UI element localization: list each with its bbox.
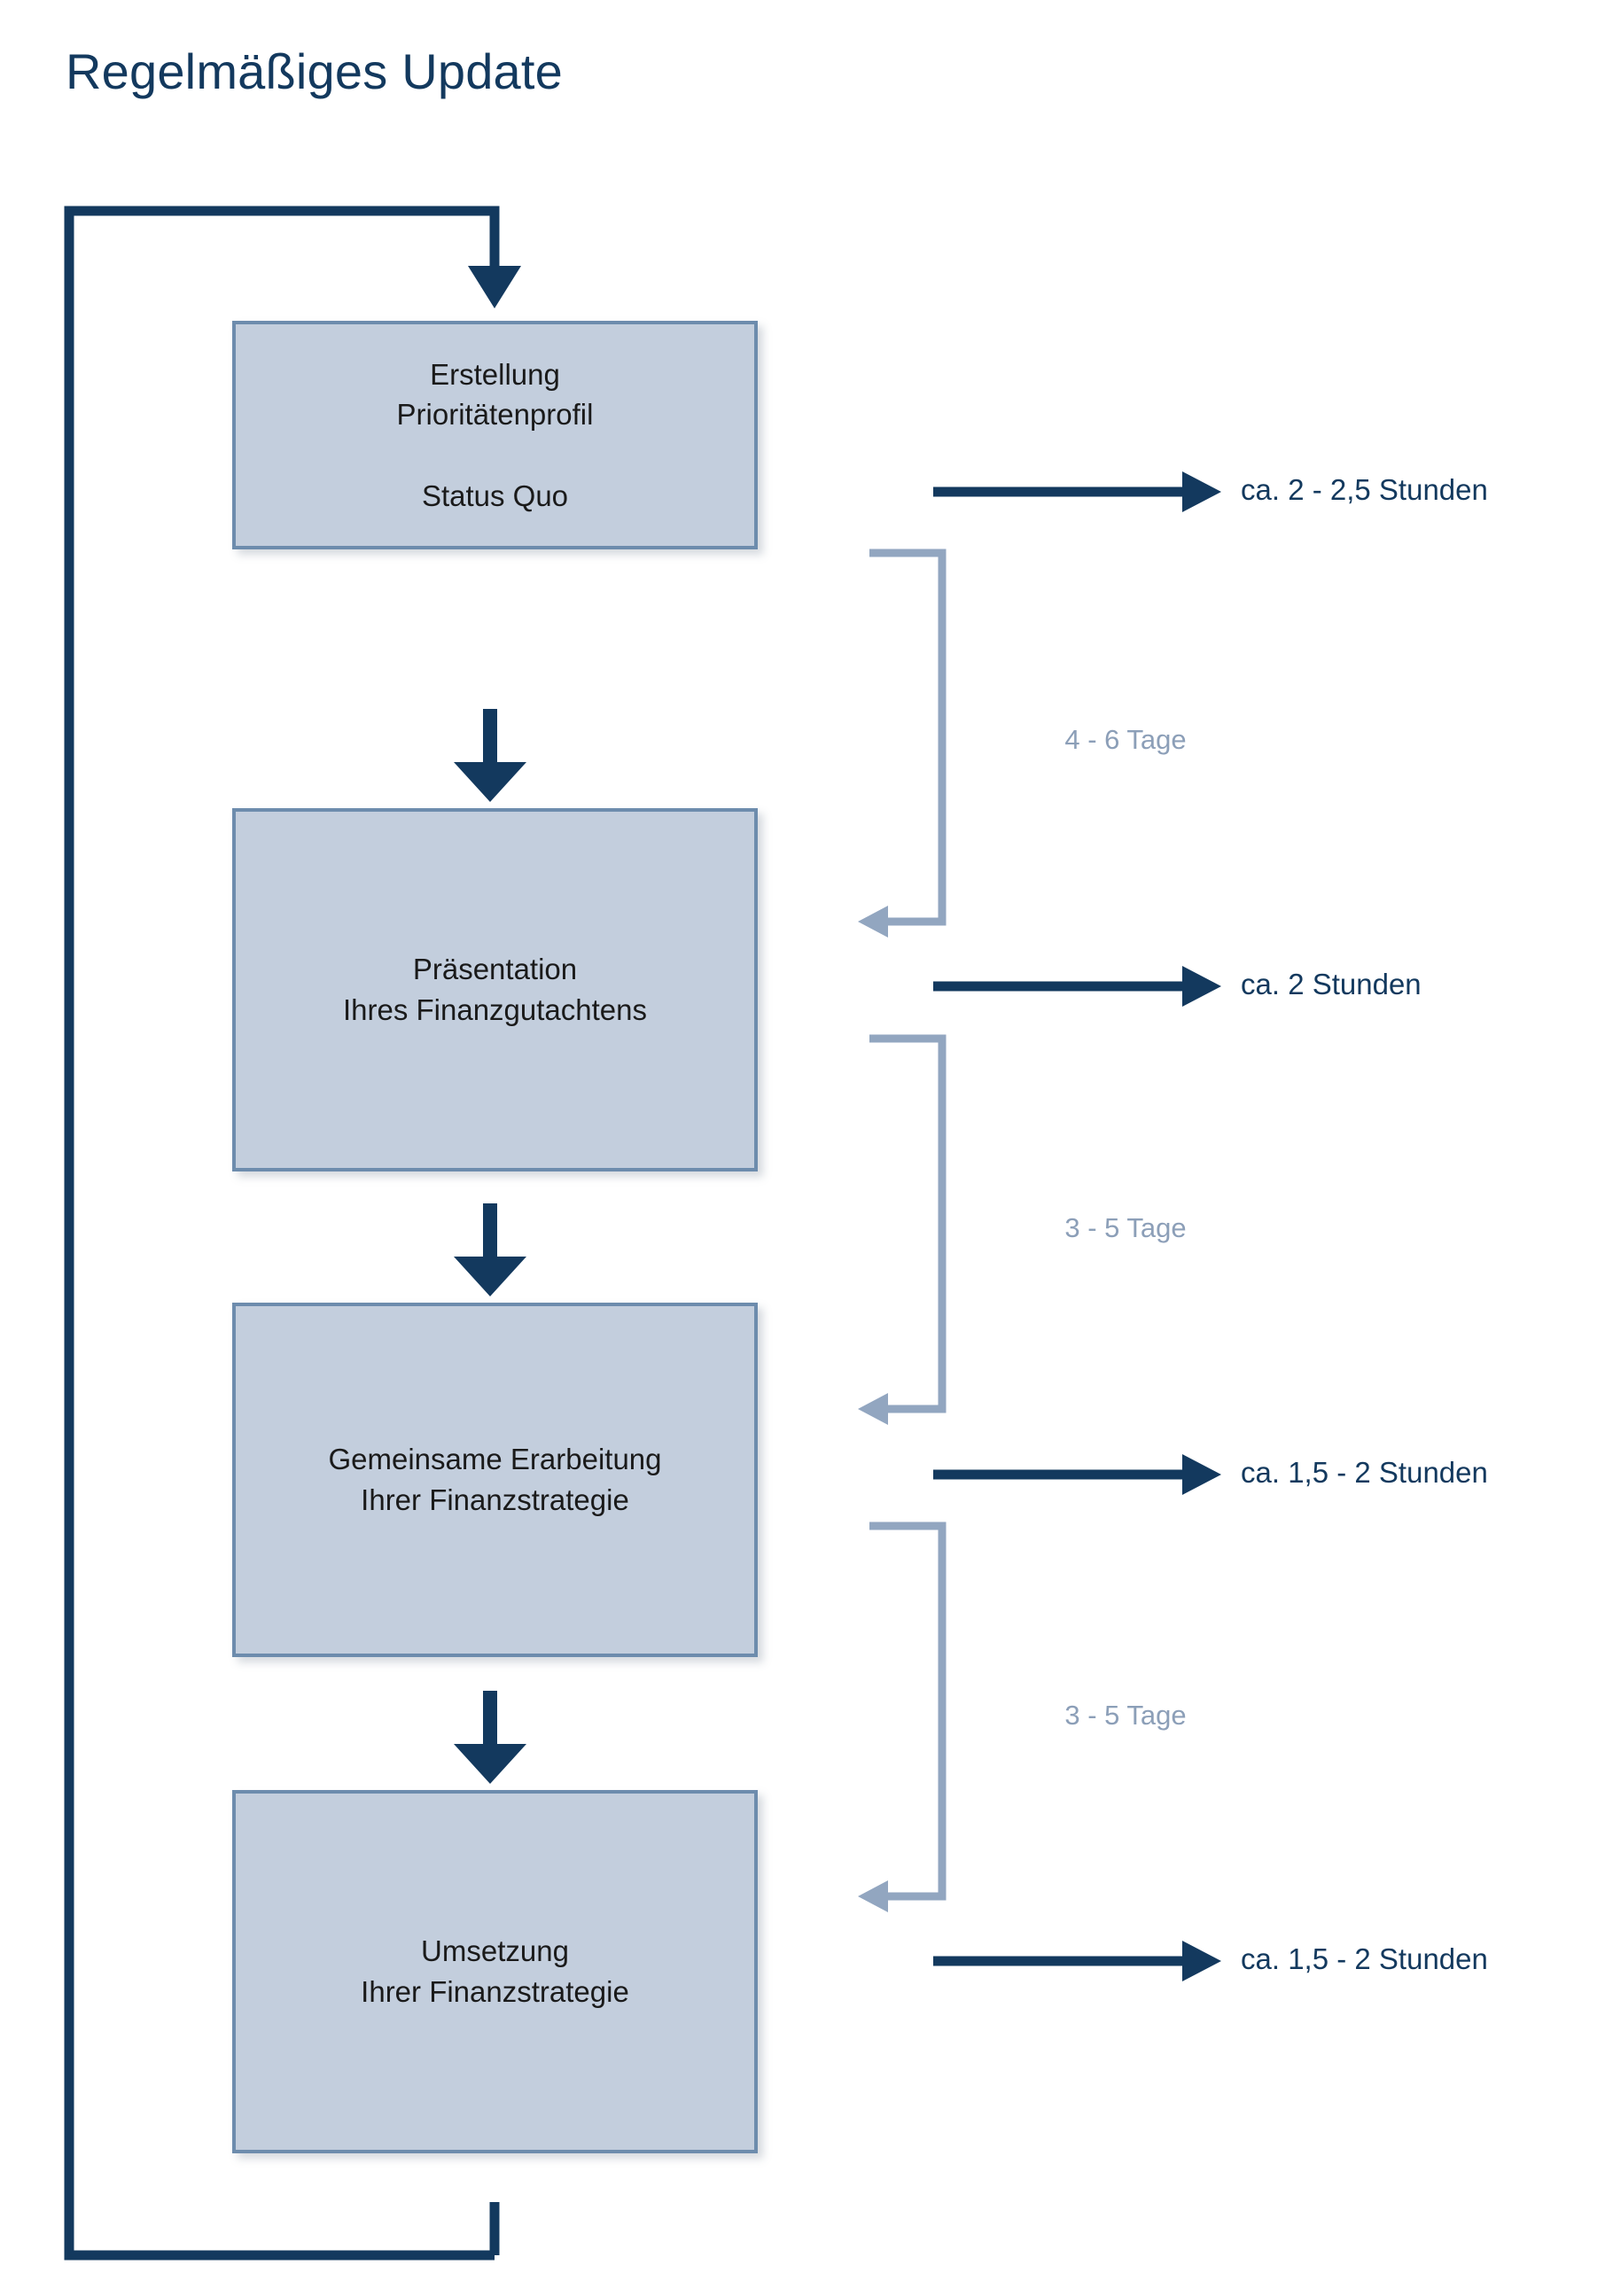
interval-label-3: 3 - 5 Tage (1064, 1700, 1187, 1731)
process-box-gemeinsame-erarbeitung-finanzstrategie[interactable]: Gemeinsame Erarbeitung Ihrer Finanzstrat… (232, 1303, 758, 1657)
duration-arrow-4 (933, 1941, 1221, 1981)
page-title: Regelmäßiges Update (66, 43, 563, 99)
flow-arrow-2-to-3 (454, 1203, 526, 1296)
process-box-label: Gemeinsame Erarbeitung Ihrer Finanzstrat… (328, 1443, 662, 1516)
process-box-umsetzung-finanzstrategie[interactable]: Umsetzung Ihrer Finanzstrategie (232, 1790, 758, 2153)
duration-label-3: ca. 1,5 - 2 Stunden (1241, 1456, 1488, 1489)
process-box-erstellung-prioritaetenprofil[interactable]: Erstellung Prioritätenprofil Status Quo (232, 321, 758, 549)
interval-label-1: 4 - 6 Tage (1064, 724, 1187, 755)
flow-arrow-3-to-4 (454, 1691, 526, 1784)
interval-bracket-1 (858, 549, 947, 938)
duration-label-2: ca. 2 Stunden (1241, 968, 1422, 1000)
process-box-praesentation-finanzgutachten[interactable]: Präsentation Ihres Finanzgutachtens (232, 808, 758, 1171)
duration-arrow-1 (933, 471, 1221, 512)
duration-label-4: ca. 1,5 - 2 Stunden (1241, 1942, 1488, 1975)
process-box-label: Umsetzung Ihrer Finanzstrategie (361, 1934, 629, 2008)
process-box-label: Erstellung Prioritätenprofil Status Quo (396, 357, 594, 512)
duration-arrow-2 (933, 966, 1221, 1007)
duration-arrow-3 (933, 1454, 1221, 1495)
interval-label-2: 3 - 5 Tage (1064, 1212, 1187, 1243)
interval-bracket-2 (858, 1034, 947, 1425)
interval-bracket-3 (858, 1522, 947, 1912)
duration-label-1: ca. 2 - 2,5 Stunden (1241, 473, 1488, 506)
flow-arrow-1-to-2 (454, 709, 526, 802)
process-box-label: Präsentation Ihres Finanzgutachtens (342, 953, 648, 1026)
